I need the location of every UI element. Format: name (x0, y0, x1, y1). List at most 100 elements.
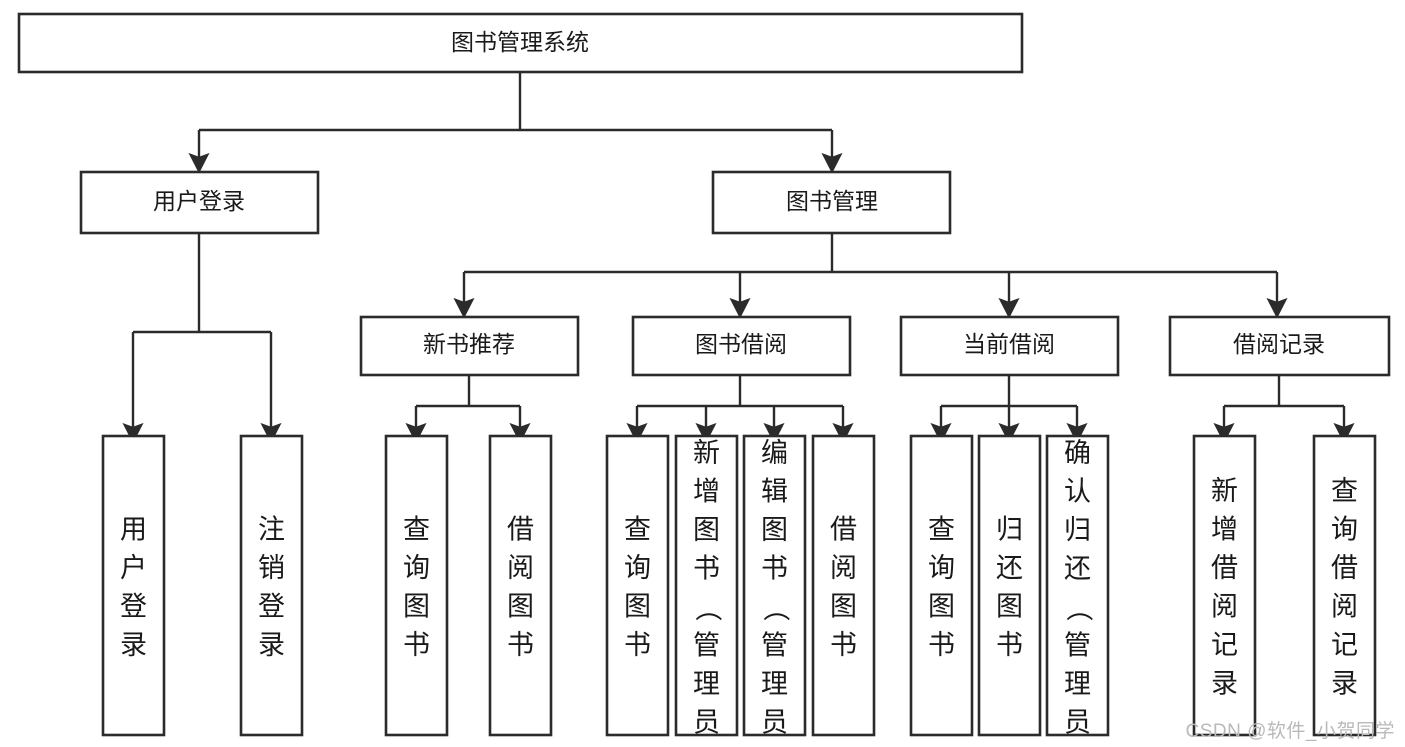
leaf-label-char: 员 (1064, 708, 1091, 738)
leaf-box[interactable] (605, 434, 670, 737)
leaf-label-char: 借 (1331, 553, 1358, 583)
leaf-node[interactable] (1312, 434, 1377, 737)
leaf-label-char: 新 (693, 438, 720, 468)
leaf-label-char: 查 (928, 515, 955, 545)
leaf-label-char: 理 (1064, 669, 1091, 699)
leaf-label-char: 管 (1064, 631, 1091, 661)
node-current-borrow[interactable]: 当前借阅 (899, 315, 1120, 377)
leaf-label-char: 注 (258, 515, 285, 545)
leaf-label-char: 查 (624, 515, 651, 545)
leaf-label-char: 图 (403, 592, 430, 622)
leaf-label-char: 询 (928, 553, 955, 583)
leaf-label-char: 员 (761, 708, 788, 738)
leaf-label-char: 查 (1331, 476, 1358, 506)
node-root-label: 图书管理系统 (451, 29, 589, 55)
leaf-node[interactable] (909, 434, 974, 737)
leaf-label-char: 图 (761, 515, 788, 545)
leaf-label-char: 登 (120, 592, 147, 622)
leaf-label-char: 阅 (830, 553, 857, 583)
node-root[interactable]: 图书管理系统 (17, 12, 1024, 74)
leaf-box[interactable] (811, 434, 876, 737)
leaf-label-char: 确 (1064, 438, 1091, 468)
node-book-manage[interactable]: 图书管理 (711, 170, 952, 235)
leaf-label-char: 书 (507, 630, 534, 660)
leaf-label-char: 图 (830, 592, 857, 622)
leaf-label-char: 理 (693, 669, 720, 699)
connector-bookborrow-to-leaves (626, 375, 854, 444)
leaf-label-char: 录 (120, 630, 147, 660)
leaf-box[interactable] (384, 434, 449, 737)
leaf-label-char: 书 (624, 630, 651, 660)
leaf-node[interactable] (384, 434, 449, 737)
node-borrow-record[interactable]: 借阅记录 (1168, 315, 1391, 377)
leaf-box[interactable] (909, 434, 974, 737)
leaf-box[interactable] (1312, 434, 1377, 737)
leaf-node[interactable] (1192, 434, 1257, 737)
leaf-label-char: 录 (1211, 669, 1238, 699)
leaf-box[interactable] (674, 434, 739, 737)
leaf-node[interactable] (1045, 434, 1110, 737)
node-current-borrow-box[interactable] (899, 315, 1120, 377)
leaf-label-char: 还 (1064, 554, 1091, 584)
node-book-borrow[interactable]: 图书借阅 (631, 315, 852, 377)
leaf-label-char: 归 (1064, 515, 1091, 545)
leaf-box[interactable] (488, 434, 553, 737)
node-user-login[interactable]: 用户登录 (79, 170, 320, 235)
leaf-label-char: 户 (120, 553, 147, 583)
node-book-borrow-box[interactable] (631, 315, 852, 377)
leaf-label-char: 图 (928, 592, 955, 622)
node-borrow-record-box[interactable] (1168, 315, 1391, 377)
node-book-borrow-label: 图书借阅 (695, 331, 787, 357)
leaf-node[interactable] (101, 434, 166, 737)
node-new-book-rec[interactable]: 新书推荐 (359, 315, 580, 377)
leaf-node[interactable] (811, 434, 876, 737)
leaf-label-char: 图 (624, 592, 651, 622)
leaf-label-char: 借 (1211, 553, 1238, 583)
node-new-book-rec-label: 新书推荐 (423, 331, 515, 357)
leaf-label-char: 图 (507, 592, 534, 622)
node-book-manage-box[interactable] (711, 170, 952, 235)
leaf-label-char: 记 (1211, 630, 1238, 660)
leaf-label-char: （ (693, 595, 723, 622)
leaf-box[interactable] (101, 434, 166, 737)
leaf-box[interactable] (1192, 434, 1257, 737)
leaf-label-char: 理 (761, 669, 788, 699)
node-user-login-box[interactable] (79, 170, 320, 235)
leaf-node[interactable] (605, 434, 670, 737)
watermark-text: CSDN @软件_小贺同学 (1185, 721, 1395, 742)
leaf-node[interactable] (239, 434, 304, 737)
node-user-login-label: 用户登录 (153, 188, 245, 214)
leaf-label-char: 新 (1211, 476, 1238, 506)
leaf-label-char: 记 (1331, 630, 1358, 660)
leaf-box[interactable] (977, 434, 1042, 737)
leaf-label-char: 用 (120, 515, 147, 545)
connector-userlogin-to-leaves (122, 233, 282, 444)
leaf-node[interactable] (674, 434, 739, 737)
leaf-node[interactable] (488, 434, 553, 737)
leaf-label-char: 管 (693, 631, 720, 661)
leaf-node[interactable] (742, 434, 807, 737)
node-root-box[interactable] (17, 12, 1024, 74)
leaf-label-char: （ (761, 595, 791, 622)
leaf-box[interactable] (1045, 434, 1110, 737)
leaf-box[interactable] (742, 434, 807, 737)
connector-borrowrecord-to-leaves (1213, 375, 1355, 444)
leaf-label-char: 登 (258, 592, 285, 622)
leaf-box[interactable] (239, 434, 304, 737)
node-current-borrow-label: 当前借阅 (963, 331, 1055, 357)
leaf-label-char: 管 (761, 631, 788, 661)
leaf-node[interactable] (977, 434, 1042, 737)
leaf-label-char: 询 (624, 553, 651, 583)
node-new-book-rec-box[interactable] (359, 315, 580, 377)
leaf-label-char: 员 (693, 708, 720, 738)
